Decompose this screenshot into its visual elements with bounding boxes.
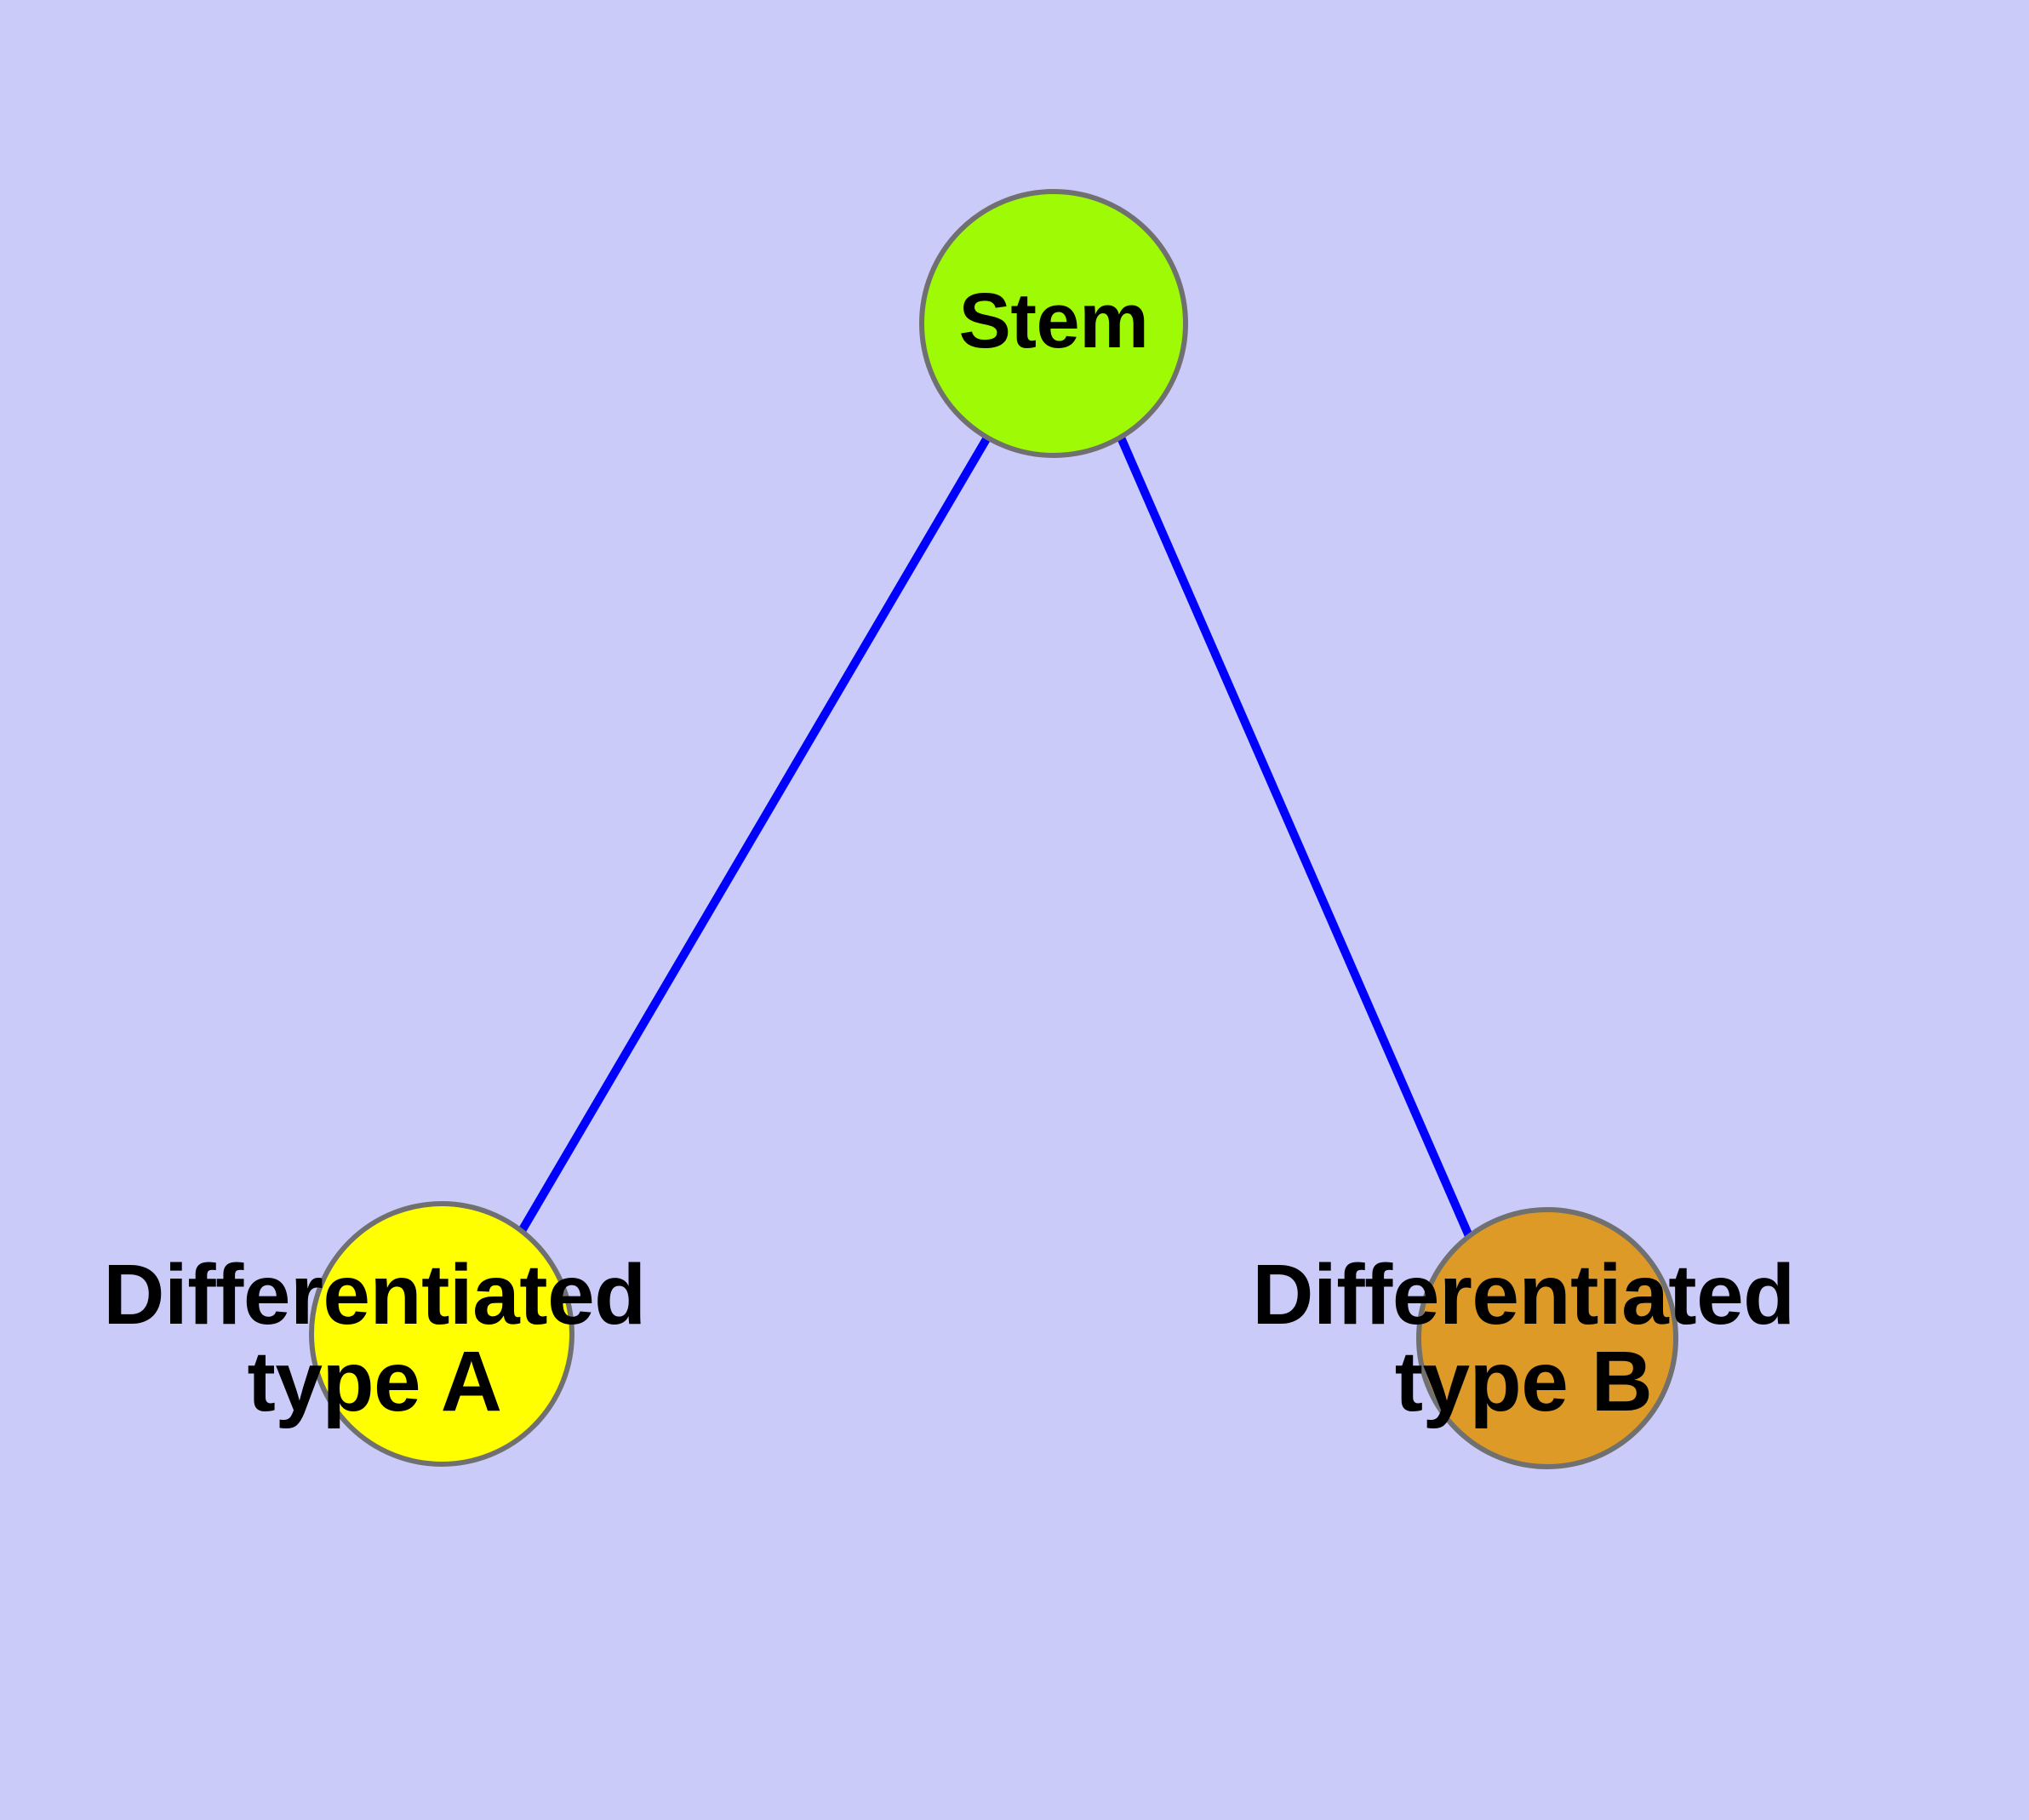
- edges-group: [517, 435, 1473, 1238]
- graph-node-diff_b[interactable]: [1416, 1207, 1678, 1469]
- nodes-group: [309, 189, 1678, 1469]
- graph-node-stem[interactable]: [919, 189, 1188, 458]
- graph-edge: [517, 435, 992, 1233]
- graph-edge: [1117, 436, 1473, 1238]
- graph-node-diff_a[interactable]: [309, 1201, 574, 1467]
